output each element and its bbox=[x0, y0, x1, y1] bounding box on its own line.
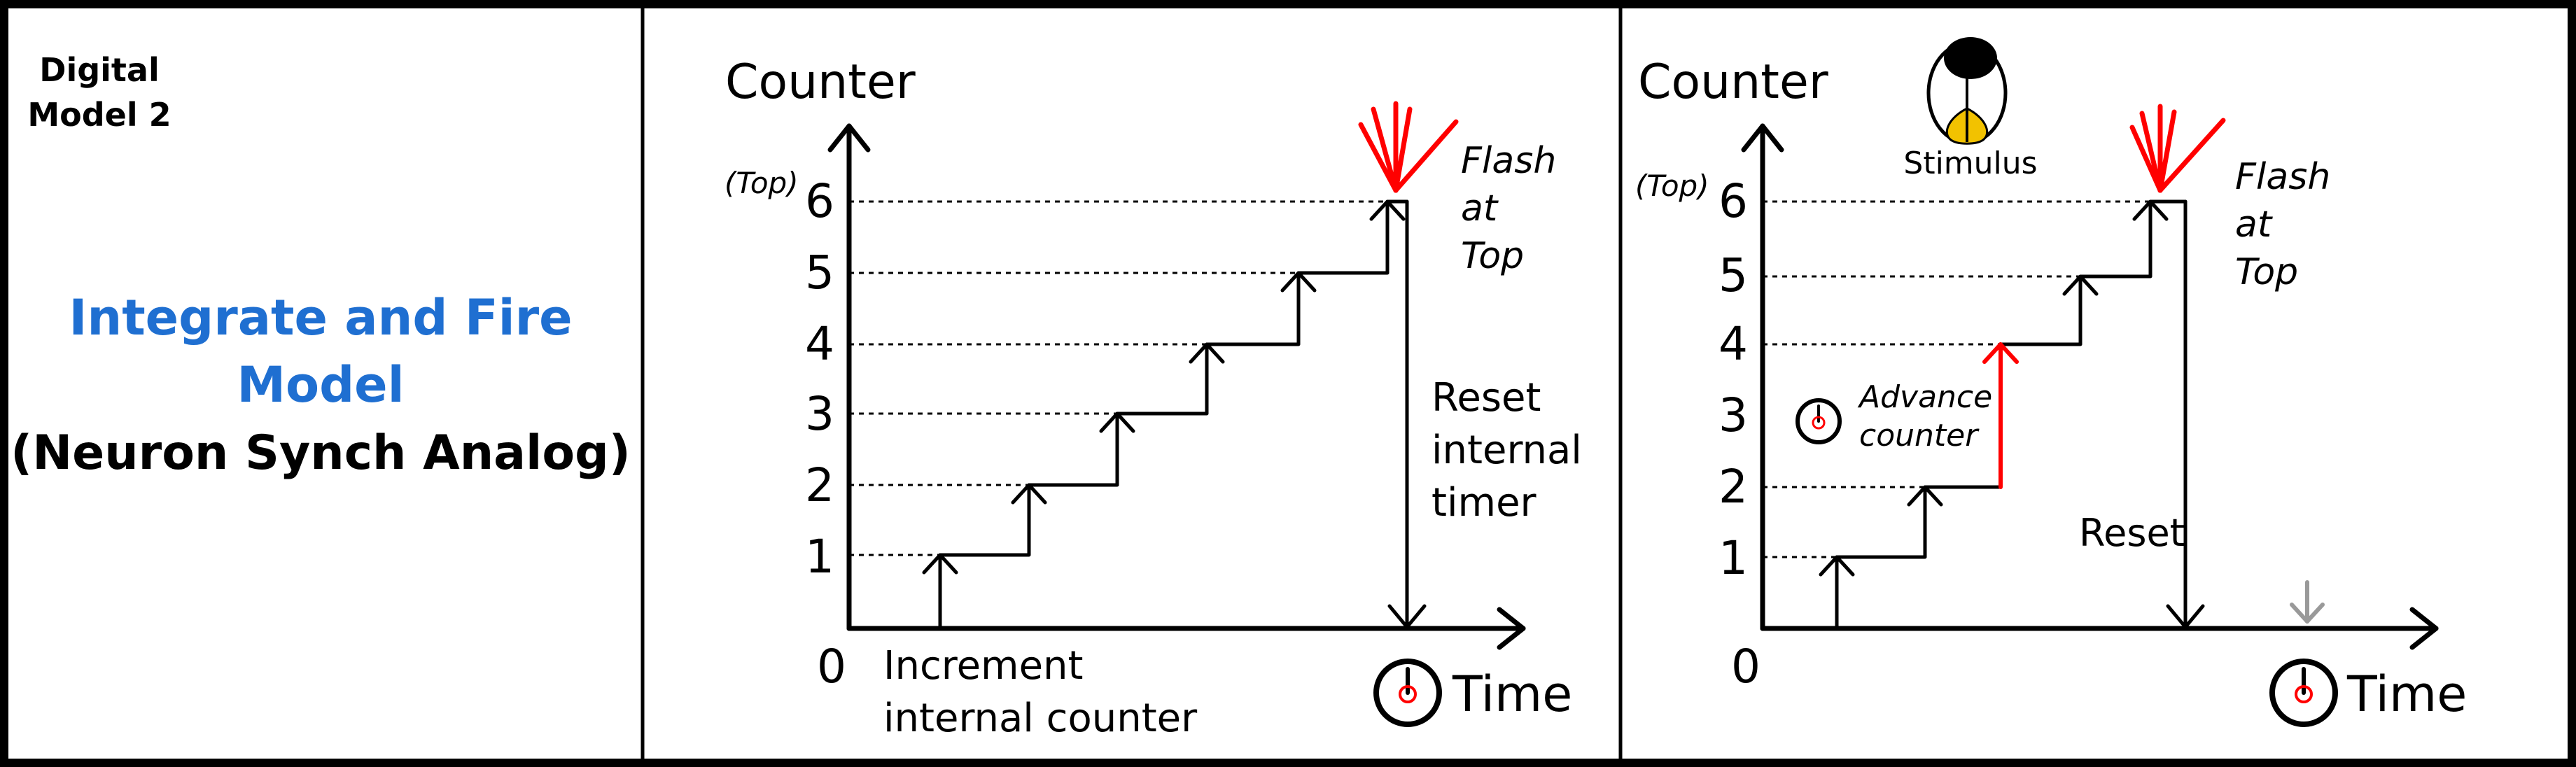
advance-label-line1: Advance bbox=[1857, 379, 1992, 415]
right-axes bbox=[1741, 123, 2439, 650]
left-panel: Digital Model 2 Integrate and Fire Model… bbox=[10, 51, 631, 481]
advance-label-line2: counter bbox=[1859, 418, 1980, 453]
right-level-label-6: 6 bbox=[1718, 174, 1748, 228]
right-level-label-1: 1 bbox=[1718, 531, 1748, 585]
right-level-label-3: 3 bbox=[1718, 388, 1748, 442]
right-step-arrowhead-2 bbox=[1907, 485, 1943, 507]
middle-level-label-1: 1 bbox=[805, 530, 834, 584]
middle-flash-label-line2: at bbox=[1461, 188, 1499, 230]
middle-staircase bbox=[922, 199, 1427, 631]
right-y-axis-arrowhead bbox=[1741, 123, 1784, 153]
middle-y-axis-title: Counter bbox=[725, 55, 916, 110]
model-title-line1: Integrate and Fire bbox=[69, 289, 572, 346]
middle-increment-label-line1: Increment bbox=[883, 643, 1084, 689]
middle-level-label-3: 3 bbox=[805, 387, 834, 441]
right-reset-arrowhead bbox=[2166, 604, 2205, 629]
middle-axes bbox=[827, 123, 1526, 650]
middle-panel: Counter (Top) 1 2 3 4 5 6 0 bbox=[724, 55, 1582, 741]
middle-reset-label-line2: internal bbox=[1432, 428, 1582, 473]
advance-counter-arrow bbox=[1982, 342, 2019, 489]
middle-clock-icon bbox=[1373, 659, 1442, 727]
middle-level-label-6: 6 bbox=[805, 174, 834, 228]
middle-level-guides bbox=[849, 200, 1387, 556]
right-step-arrowhead-6 bbox=[2132, 199, 2169, 221]
right-flash-label-line3: Top bbox=[2235, 251, 2298, 293]
middle-step-arrowhead-5 bbox=[1280, 271, 1317, 293]
middle-stair-line bbox=[938, 199, 1409, 631]
model-subtitle: (Neuron Synch Analog) bbox=[10, 425, 631, 481]
model-header-line1: Digital bbox=[39, 51, 159, 89]
middle-level-label-5: 5 bbox=[805, 246, 834, 300]
right-top-label: (Top) bbox=[1635, 169, 1709, 203]
right-y-axis-title: Counter bbox=[1638, 55, 1828, 110]
right-flash-label-line2: at bbox=[2235, 204, 2273, 246]
middle-flash-label-line1: Flash bbox=[1461, 140, 1556, 182]
right-stair-line-lower bbox=[1835, 485, 2003, 631]
middle-flash-label-line3: Top bbox=[1461, 235, 1524, 277]
right-x-axis-title: Time bbox=[2346, 666, 2467, 723]
right-origin-label: 0 bbox=[1731, 640, 1760, 694]
middle-x-axis-arrowhead bbox=[1497, 607, 1526, 650]
gray-down-arrow-icon bbox=[2290, 580, 2325, 624]
middle-step-arrowhead-4 bbox=[1189, 342, 1225, 364]
middle-reset-arrowhead bbox=[1387, 604, 1427, 629]
right-reset-label: Reset bbox=[2079, 511, 2185, 555]
middle-reset-label-line3: timer bbox=[1432, 480, 1537, 526]
right-level-label-2: 2 bbox=[1718, 460, 1748, 514]
middle-step-arrowhead-2 bbox=[1011, 483, 1047, 505]
right-level-label-5: 5 bbox=[1718, 248, 1748, 302]
middle-reset-label-line1: Reset bbox=[1432, 375, 1541, 421]
middle-step-arrowhead-1 bbox=[922, 553, 958, 575]
middle-step-arrowhead-6 bbox=[1369, 199, 1406, 221]
middle-top-label: (Top) bbox=[724, 166, 799, 200]
right-level-label-4: 4 bbox=[1718, 317, 1748, 371]
right-stair-line-upper bbox=[1998, 199, 2188, 346]
model-header-line2: Model 2 bbox=[27, 96, 171, 134]
right-step-arrowhead-1 bbox=[1819, 555, 1855, 577]
advance-clock-icon bbox=[1795, 398, 1842, 444]
model-title-line2: Model bbox=[237, 356, 404, 414]
middle-increment-label-line2: internal counter bbox=[883, 696, 1198, 741]
middle-x-axis-title: Time bbox=[1452, 666, 1572, 723]
right-flash-burst-icon bbox=[2129, 104, 2226, 193]
right-panel: Counter (Top) Stimulus 1 2 3 4 5 6 0 bbox=[1635, 37, 2467, 727]
middle-y-axis-arrowhead bbox=[827, 123, 871, 153]
middle-flash-burst-icon bbox=[1358, 101, 1459, 193]
right-x-axis-arrowhead bbox=[2409, 607, 2439, 650]
firefly-icon bbox=[1926, 37, 2008, 145]
right-step-arrowhead-5 bbox=[2062, 274, 2099, 296]
stimulus-label: Stimulus bbox=[1903, 146, 2037, 181]
middle-level-label-4: 4 bbox=[805, 317, 834, 371]
middle-origin-label: 0 bbox=[817, 640, 846, 694]
right-staircase bbox=[1819, 199, 2205, 631]
right-clock-icon bbox=[2269, 659, 2338, 727]
middle-level-label-2: 2 bbox=[805, 458, 834, 512]
right-level-guides bbox=[1763, 200, 2150, 558]
right-flash-label-line1: Flash bbox=[2235, 156, 2330, 198]
middle-step-arrowhead-3 bbox=[1099, 411, 1135, 433]
